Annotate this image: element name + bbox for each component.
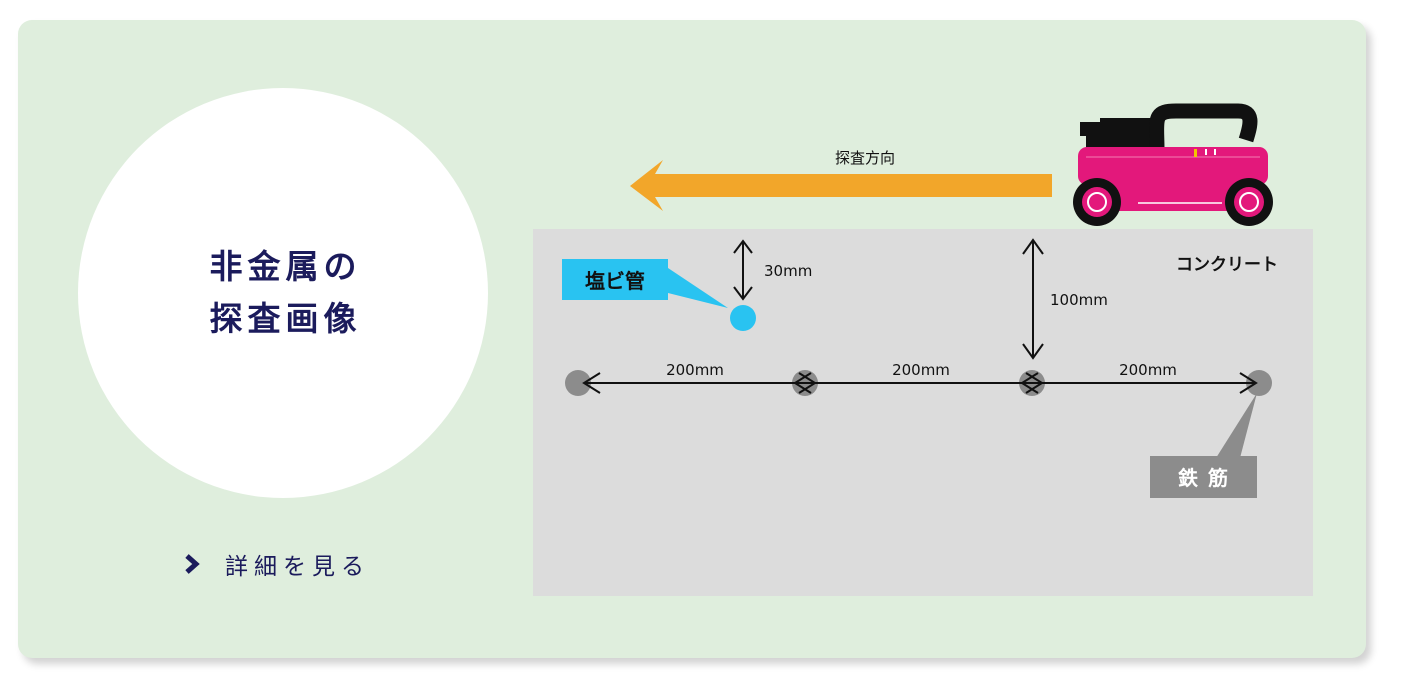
rebar-label: 鉄筋 xyxy=(1178,466,1238,490)
rebar-marker xyxy=(565,370,591,396)
spacing-label: 200mm xyxy=(892,361,950,379)
detection-diagram: 探査方向 xyxy=(520,90,1330,610)
pipe-callout-tail xyxy=(662,264,728,308)
spacing-arrow xyxy=(1020,372,1258,394)
pipe-label-box xyxy=(562,259,668,300)
feature-card: 非金属の 探査画像 詳細を見る 探査方向 xyxy=(18,20,1366,658)
cart-wheel-left xyxy=(1073,178,1121,226)
card-title-line-1: 非金属の xyxy=(209,247,362,286)
card-title-line-2: 探査画像 xyxy=(209,299,362,338)
pipe-marker xyxy=(730,305,756,331)
rebar-depth-label: 100mm xyxy=(1050,291,1108,309)
diagram-canvas: 探査方向 xyxy=(533,103,1313,596)
rebar-label-box xyxy=(1150,456,1257,498)
arrow-left-icon xyxy=(630,160,1052,211)
spacing-label: 200mm xyxy=(1119,361,1177,379)
rebar-marker xyxy=(1246,370,1272,396)
pipe-depth-arrow xyxy=(733,239,753,301)
pipe-depth-label: 30mm xyxy=(764,262,812,280)
title-circle: 非金属の 探査画像 xyxy=(78,88,488,498)
details-link-label: 詳細を見る xyxy=(225,554,370,580)
rebar-callout-tail xyxy=(1216,393,1257,458)
chevron-right-icon xyxy=(185,554,200,574)
concrete-label: コンクリート xyxy=(1176,255,1278,275)
direction-label: 探査方向 xyxy=(835,149,895,167)
rebar-depth-arrow xyxy=(1022,238,1044,360)
spacing-label: 200mm xyxy=(666,361,724,379)
cart-wheel-right xyxy=(1225,178,1273,226)
pipe-label: 塩ビ管 xyxy=(585,269,645,293)
radar-cart-icon xyxy=(1073,103,1273,226)
details-link[interactable]: 詳細を見る xyxy=(184,546,370,582)
